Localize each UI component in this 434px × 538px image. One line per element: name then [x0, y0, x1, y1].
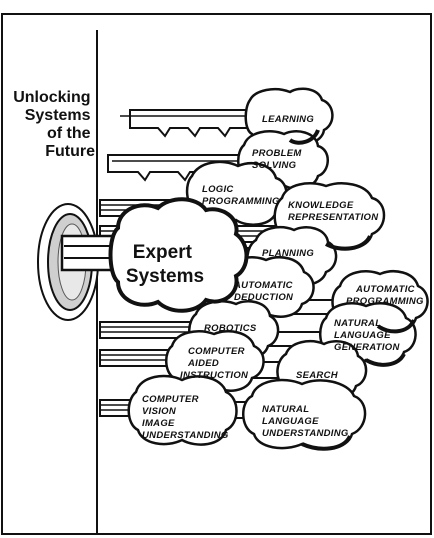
key-label-learning: LEARNING	[262, 114, 314, 125]
key-label-search: SEARCH	[296, 370, 339, 381]
key-label-planning: PLANNING	[262, 248, 314, 259]
key-labels: LEARNING PROBLEM SOLVING LOGIC PROGRAMMI…	[142, 114, 424, 441]
bow-shadows	[288, 129, 416, 451]
key-label-computer-vision: COMPUTER VISION IMAGE UNDERSTANDING	[142, 394, 229, 441]
key-label-cai: COMPUTER AIDED INSTRUCTION	[180, 346, 249, 381]
key-bow-nl-understanding	[242, 378, 367, 450]
key-label-knowledge-representation: KNOWLEDGE REPRESENTATION	[288, 200, 379, 223]
key-label-logic-programming: LOGIC PROGRAMMING	[202, 184, 280, 207]
center-key: Expert Systems	[60, 197, 249, 313]
key-label-nl-generation: NATURAL LANGUAGE GENERATION	[334, 318, 400, 353]
diagram-title: Unlocking Systems of the Future	[13, 89, 95, 160]
key-label-robotics: ROBOTICS	[204, 323, 257, 334]
center-key-label: Expert Systems	[126, 242, 204, 287]
key-label-problem-solving: PROBLEM SOLVING	[252, 148, 305, 171]
key-bow-computer-vision	[127, 374, 238, 446]
frame-border	[1, 13, 432, 535]
key-label-automatic-deduction: AUTOMATIC DEDUCTION	[233, 280, 296, 303]
key-label-automatic-programming: AUTOMATIC PROGRAMMING	[346, 284, 424, 307]
center-key-bow	[108, 197, 249, 313]
key-label-nl-understanding: NATURAL LANGUAGE UNDERSTANDING	[262, 404, 349, 439]
